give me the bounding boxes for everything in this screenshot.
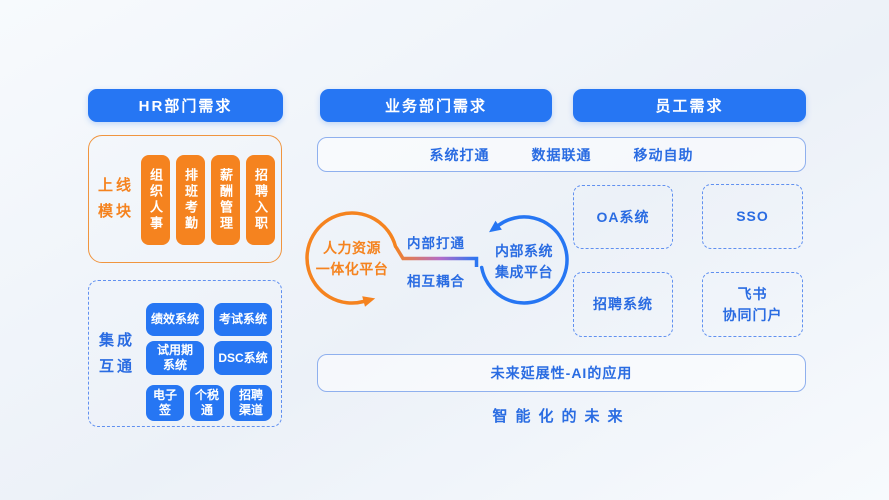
capability-data-link: 数据联通: [531, 146, 592, 163]
integration-panel: 集成 互通 绩效系统 考试系统 试用期 系统 DSC系统 电子 签 个税 通 招…: [88, 280, 282, 427]
integration-label: 集成 互通: [99, 331, 136, 375]
header-business-needs: 业务部门需求: [320, 89, 552, 122]
capabilities-strip: 系统打通 数据联通 移动自助: [317, 137, 806, 172]
hr-platform-arrowhead-icon: [362, 296, 376, 307]
future-ai-banner: 未来延展性-AI的应用: [317, 354, 806, 392]
sysbox-probation: 试用期 系统: [146, 341, 204, 375]
internal-platform-label: 内部系统 集成平台: [495, 243, 553, 280]
relation-label-top: 内部打通: [407, 236, 465, 251]
launch-modules-panel: 上线 模块 组织人事 排班考勤 薪酬管理 招聘入职: [88, 135, 282, 263]
header-hr-needs: HR部门需求: [88, 89, 283, 122]
slogan-intelligent-future: 智能化的未来: [492, 408, 631, 425]
module-pill-shift: 排班考勤: [176, 155, 205, 245]
employee-system-feishu-portal: 飞书 协同门户: [702, 272, 803, 337]
capability-system-link: 系统打通: [429, 146, 490, 163]
sysbox-channels: 招聘 渠道: [230, 385, 272, 421]
launch-modules-label: 上线 模块: [98, 177, 135, 220]
module-pill-recruit: 招聘入职: [246, 155, 275, 245]
employee-system-oa: OA系统: [573, 185, 673, 249]
capability-mobile-selfservice: 移动自助: [633, 146, 694, 163]
employee-system-recruiting: 招聘系统: [573, 272, 673, 337]
relation-label-bottom: 相互耦合: [407, 274, 465, 289]
employee-system-sso: SSO: [702, 184, 803, 249]
sysbox-dsc: DSC系统: [214, 341, 272, 375]
module-pill-payroll: 薪酬管理: [211, 155, 240, 245]
sysbox-esign: 电子 签: [146, 385, 184, 421]
sysbox-exam: 考试系统: [214, 303, 272, 336]
module-pill-row: 组织人事 排班考勤 薪酬管理 招聘入职: [141, 155, 275, 245]
sysbox-performance: 绩效系统: [146, 303, 204, 336]
internal-platform-arrowhead-icon: [489, 220, 502, 233]
sysbox-tax: 个税 通: [190, 385, 224, 421]
module-pill-org: 组织人事: [141, 155, 170, 245]
header-employee-needs: 员工需求: [573, 89, 806, 122]
hr-platform-label: 人力资源 一体化平台: [315, 240, 389, 277]
